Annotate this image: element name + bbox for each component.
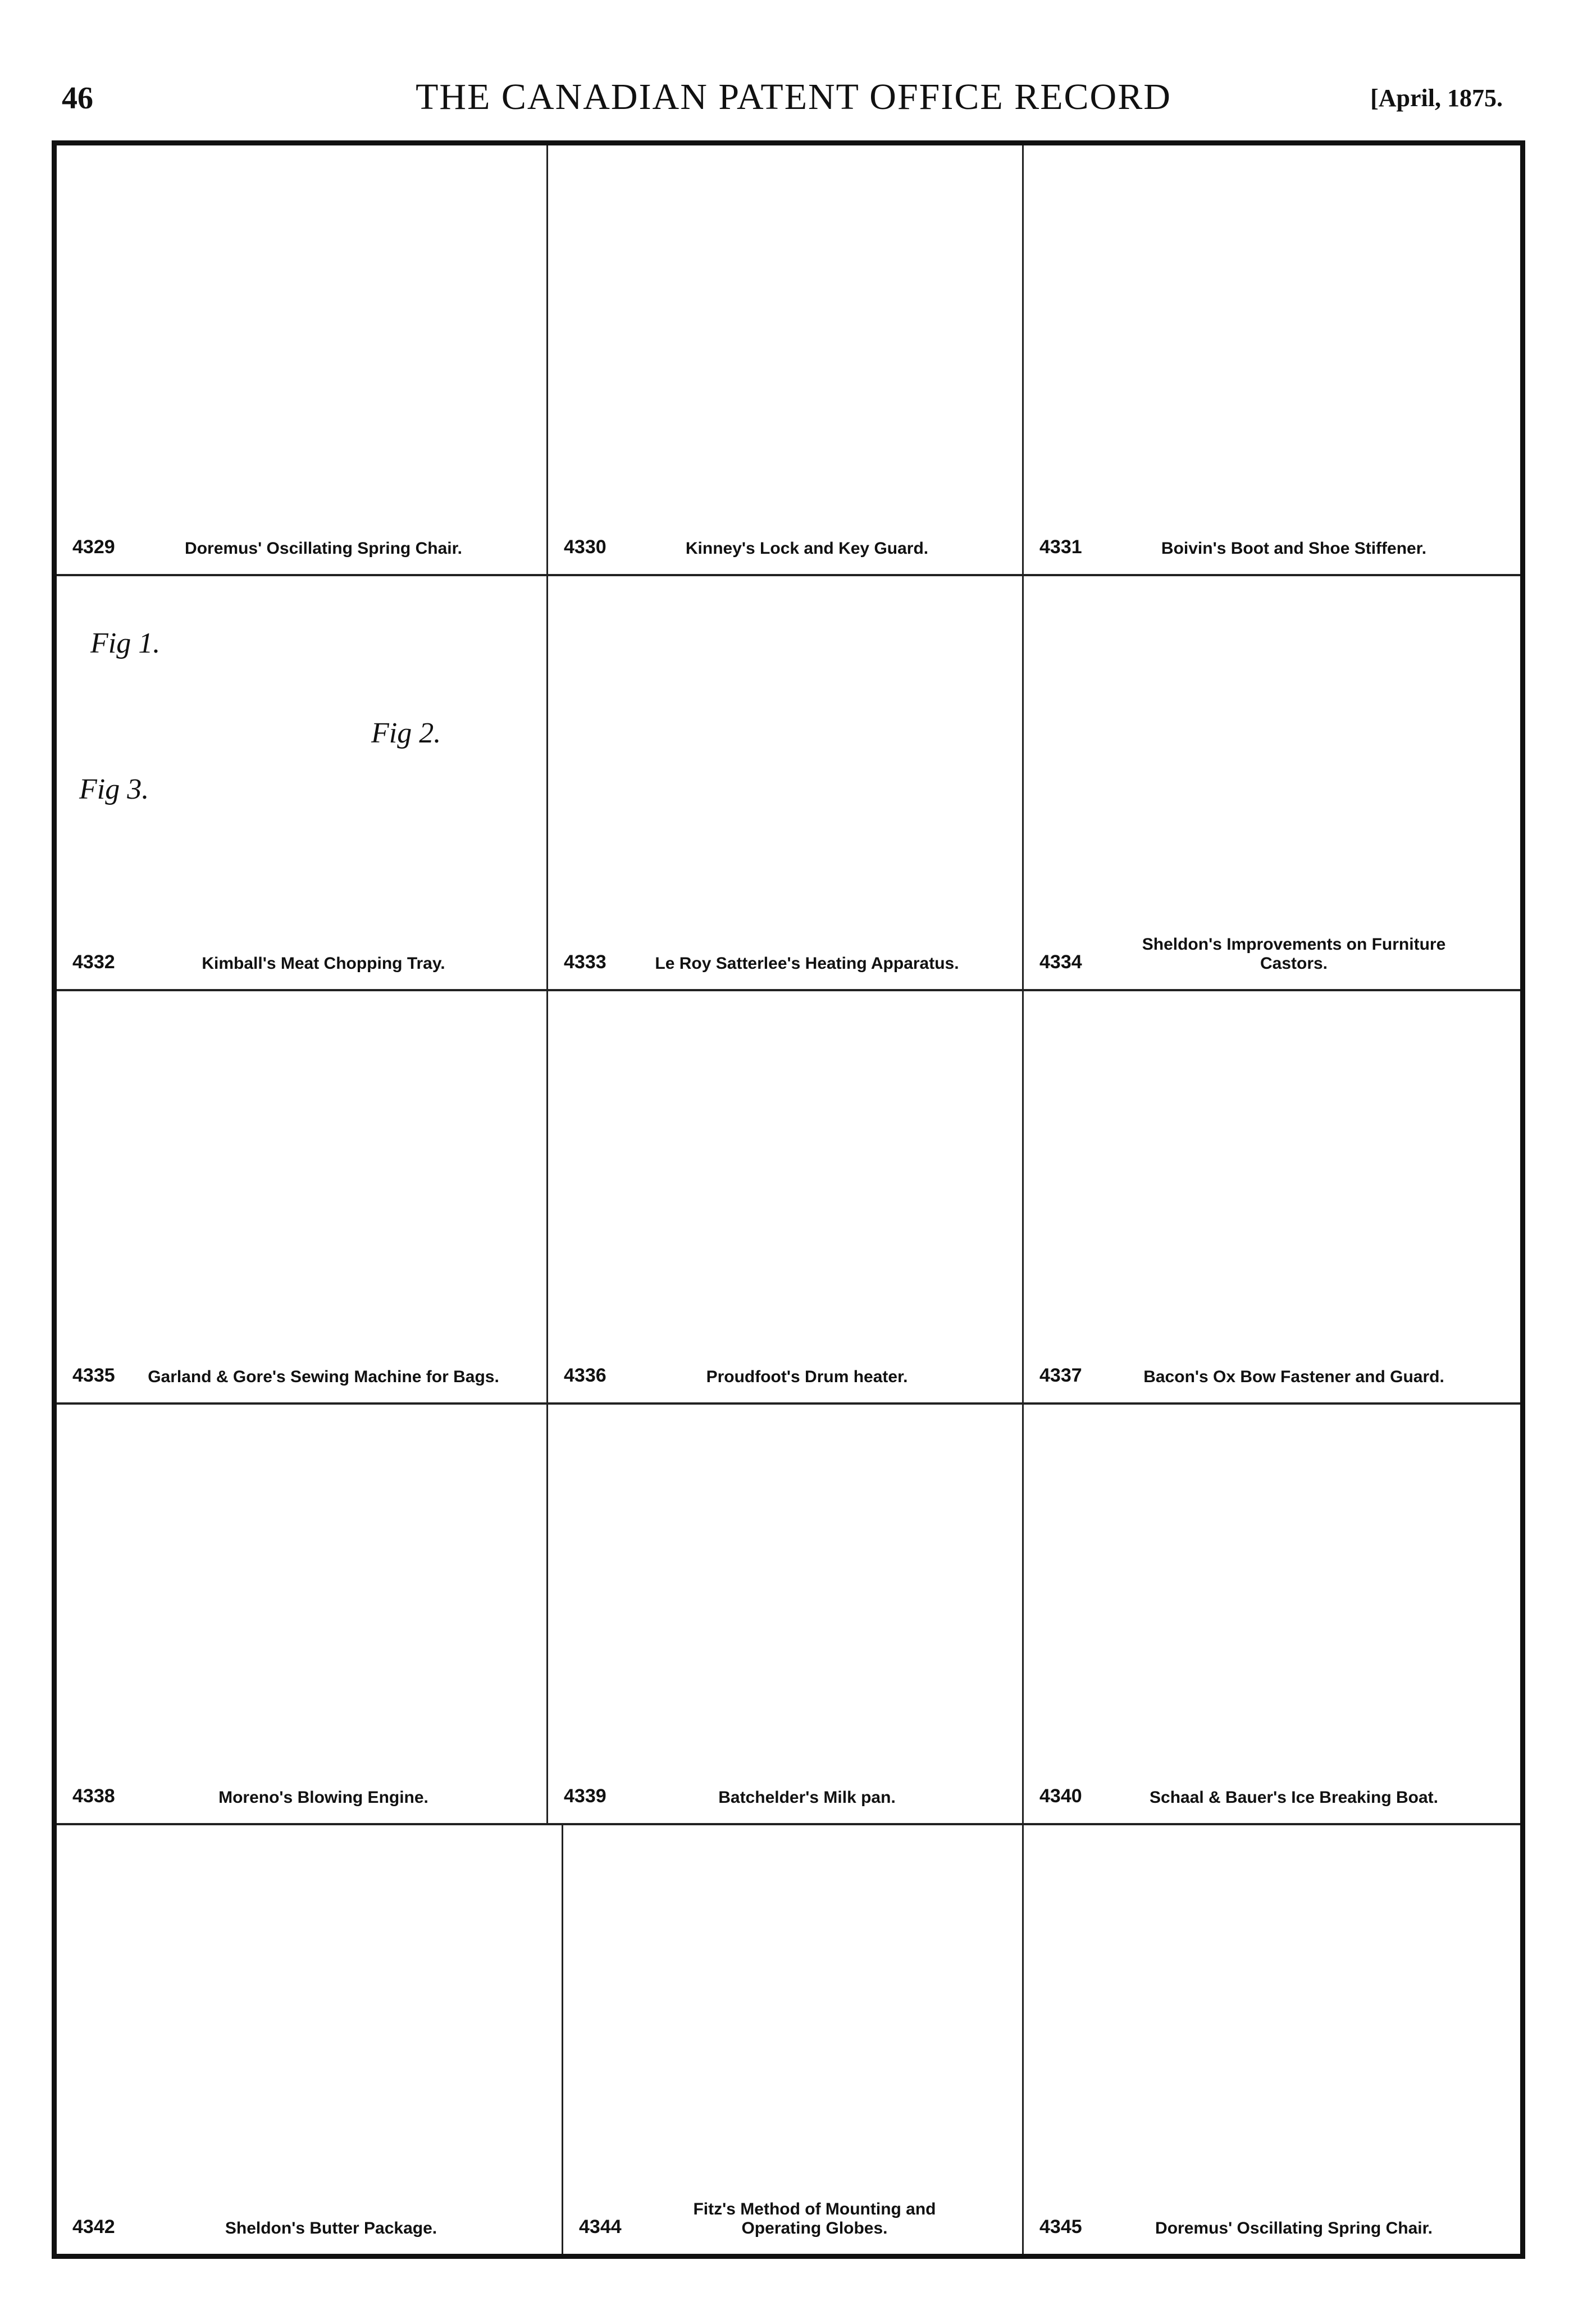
patent-cell-4345: 4345 Doremus' Oscillating Spring Chair.: [1024, 1825, 1520, 2254]
drum-heater-drawing: [548, 991, 1022, 1402]
patent-number: 4342: [72, 2216, 115, 2238]
spring-chair-drawing: [57, 145, 546, 574]
patent-title: Boivin's Boot and Shoe Stiffener.: [1161, 539, 1427, 558]
patent-caption: 4336 Proudfoot's Drum heater.: [564, 1365, 1011, 1387]
patent-title: Sheldon's Improvements on Furniture Cast…: [1142, 935, 1446, 973]
heating-apparatus-drawing: [548, 576, 1022, 989]
patent-cell-4335: 4335 Garland & Gore's Sewing Machine for …: [57, 991, 548, 1405]
spring-chair-2-drawing: [1024, 1825, 1520, 2254]
patent-number: 4330: [564, 536, 606, 558]
ice-breaking-boat-drawing: [1024, 1405, 1520, 1823]
patent-title: Sheldon's Butter Package.: [225, 2219, 437, 2238]
patent-number: 4339: [564, 1785, 606, 1807]
patent-cell-4332: 4332 Kimball's Meat Chopping Tray. Fig 1. F…: [57, 576, 548, 991]
figure-label: Fig 2.: [371, 717, 441, 749]
patent-number: 4332: [72, 951, 115, 973]
sewing-machine-drawing: [57, 991, 546, 1402]
patent-caption: 4331 Boivin's Boot and Shoe Stiffener.: [1039, 536, 1509, 558]
patent-title: Schaal & Bauer's Ice Breaking Boat.: [1150, 1788, 1438, 1807]
patent-caption: 4338 Moreno's Blowing Engine.: [72, 1785, 535, 1807]
patent-caption: 4342 Sheldon's Butter Package.: [72, 2216, 550, 2238]
patent-title: Batchelder's Milk pan.: [718, 1788, 896, 1807]
figure-label: Fig 1.: [90, 627, 161, 659]
patent-caption: 4332 Kimball's Meat Chopping Tray.: [72, 951, 535, 973]
lock-key-guard-drawing: [548, 145, 1022, 574]
furniture-castors-drawing: [1024, 576, 1520, 989]
patent-number: 4334: [1039, 951, 1082, 973]
patent-title: Kinney's Lock and Key Guard.: [685, 539, 929, 558]
patent-title: Le Roy Satterlee's Heating Apparatus.: [655, 954, 959, 973]
patent-number: 4345: [1039, 2216, 1082, 2238]
patent-cell-4330: 4330 Kinney's Lock and Key Guard.: [548, 145, 1024, 576]
patent-number: 4335: [72, 1365, 115, 1386]
patent-number: 4333: [564, 951, 606, 973]
patent-title: Proudfoot's Drum heater.: [706, 1368, 908, 1386]
patent-title: Garland & Gore's Sewing Machine for Bags…: [148, 1368, 499, 1386]
patent-number: 4340: [1039, 1785, 1082, 1807]
patent-cell-4337: 4337 Bacon's Ox Bow Fastener and Guard.: [1024, 991, 1520, 1405]
figure-label: Fig 3.: [79, 773, 149, 805]
globe-mounting-drawing: [563, 1825, 1022, 2254]
patent-caption: 4334 Sheldon's Improvements on Furniture …: [1039, 935, 1509, 973]
patent-cell-4342: 4342 Sheldon's Butter Package.: [57, 1825, 563, 2254]
patent-cell-4329: 4329 Doremus' Oscillating Spring Chair.: [57, 145, 548, 576]
blowing-engine-drawing: [57, 1405, 546, 1823]
patent-number: 4337: [1039, 1365, 1082, 1386]
patent-number: 4344: [579, 2216, 622, 2238]
patent-caption: 4335 Garland & Gore's Sewing Machine for …: [72, 1365, 535, 1387]
patent-number: 4331: [1039, 536, 1082, 558]
issue-date: [April, 1875.: [1370, 84, 1503, 112]
patent-title: Kimball's Meat Chopping Tray.: [202, 954, 445, 973]
patent-number: 4329: [72, 536, 115, 558]
patent-caption: 4344 Fitz's Method of Mounting and Operat…: [579, 2200, 1011, 2238]
patent-cell-4338: 4338 Moreno's Blowing Engine.: [57, 1405, 548, 1825]
patent-cell-4344: 4344 Fitz's Method of Mounting and Operat…: [563, 1825, 1024, 2254]
patent-title: Fitz's Method of Mounting and Operating …: [693, 2200, 936, 2238]
patent-caption: 4340 Schaal & Bauer's Ice Breaking Boat.: [1039, 1785, 1509, 1807]
patent-caption: 4345 Doremus' Oscillating Spring Chair.: [1039, 2216, 1509, 2238]
patent-caption: 4329 Doremus' Oscillating Spring Chair.: [72, 536, 535, 558]
butter-package-drawing: [57, 1825, 562, 2254]
patent-caption: 4333 Le Roy Satterlee's Heating Apparatus…: [564, 951, 1011, 973]
patent-title: Moreno's Blowing Engine.: [218, 1788, 428, 1807]
patent-number: 4336: [564, 1365, 606, 1386]
patent-title: Bacon's Ox Bow Fastener and Guard.: [1143, 1368, 1444, 1386]
patent-title: Doremus' Oscillating Spring Chair.: [1155, 2219, 1433, 2238]
patent-number: 4338: [72, 1785, 115, 1807]
page-header: 46 THE CANADIAN PATENT OFFICE RECORD [Ap…: [0, 70, 1587, 121]
patent-cell-4334: 4334 Sheldon's Improvements on Furniture …: [1024, 576, 1520, 991]
milk-pan-drawing: [548, 1405, 1022, 1823]
ox-bow-fastener-drawing: [1024, 991, 1520, 1402]
publication-title: THE CANADIAN PATENT OFFICE RECORD: [416, 76, 1171, 117]
boot-stiffener-drawing: [1024, 145, 1520, 574]
patent-cell-4331: 4331 Boivin's Boot and Shoe Stiffener.: [1024, 145, 1520, 576]
patent-cell-4339: 4339 Batchelder's Milk pan.: [548, 1405, 1024, 1825]
patent-caption: 4339 Batchelder's Milk pan.: [564, 1785, 1011, 1807]
patent-caption: 4337 Bacon's Ox Bow Fastener and Guard.: [1039, 1365, 1509, 1387]
patent-caption: 4330 Kinney's Lock and Key Guard.: [564, 536, 1011, 558]
patent-cell-4336: 4336 Proudfoot's Drum heater.: [548, 991, 1024, 1405]
patent-cell-4340: 4340 Schaal & Bauer's Ice Breaking Boat.: [1024, 1405, 1520, 1825]
patent-cell-4333: 4333 Le Roy Satterlee's Heating Apparatus…: [548, 576, 1024, 991]
patent-title: Doremus' Oscillating Spring Chair.: [185, 539, 462, 558]
page-number: 46: [62, 81, 93, 116]
